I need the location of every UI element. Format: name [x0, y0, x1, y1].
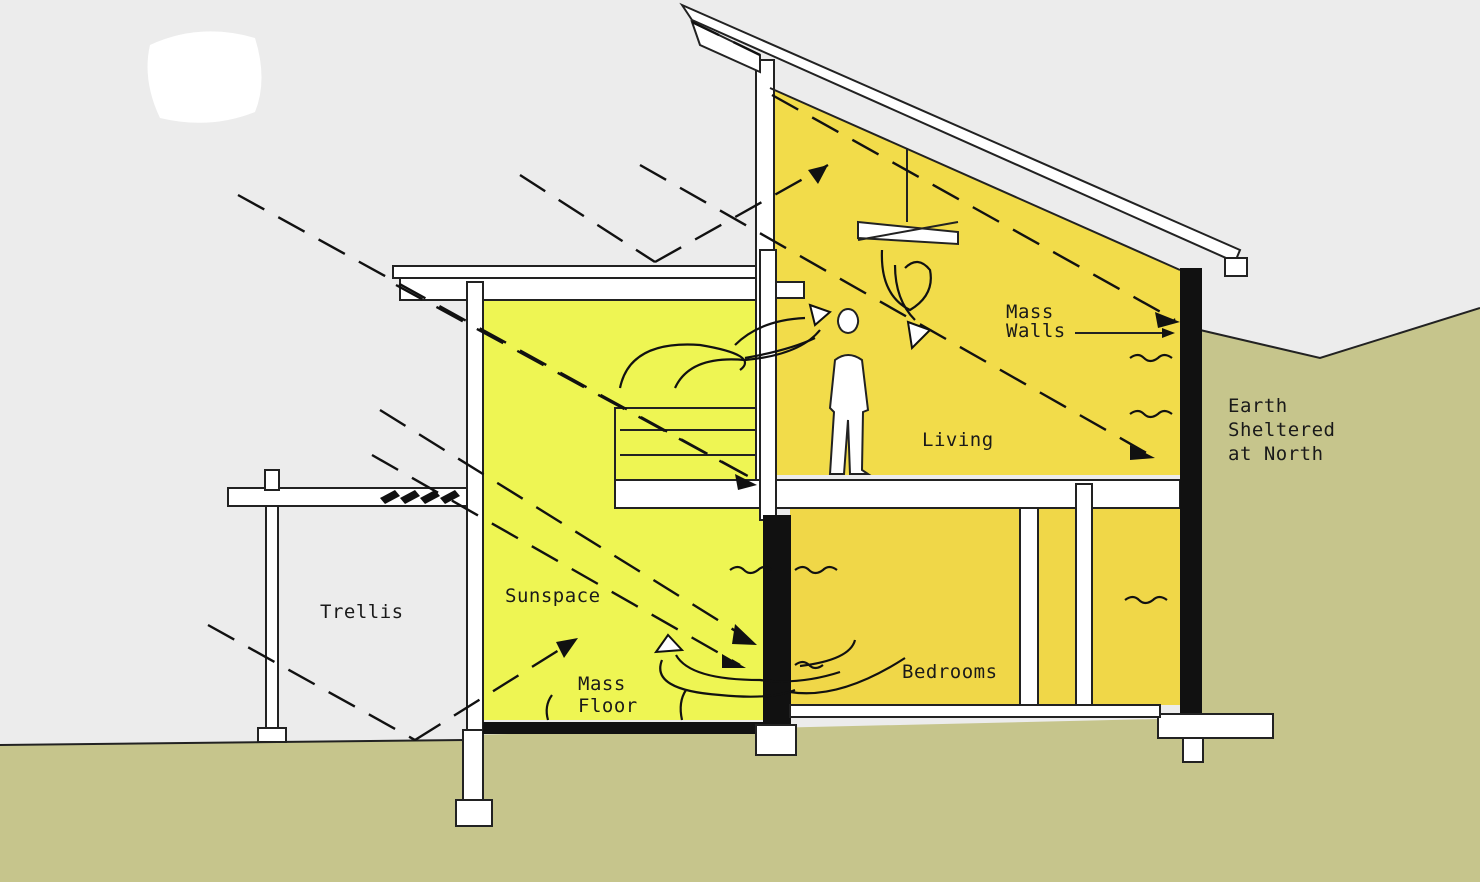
- bedroom-post-1: [1019, 507, 1039, 706]
- loft-floor: [614, 479, 1181, 509]
- label-bedrooms: Bedrooms: [902, 661, 998, 683]
- sun-icon: [147, 31, 262, 123]
- sunspace-fill: [482, 300, 764, 720]
- label-mass-walls-2: Walls: [1006, 320, 1066, 342]
- person-icon: [828, 354, 872, 475]
- north-mass-wall: [1180, 268, 1202, 718]
- label-mass-walls-1: Mass: [1006, 301, 1054, 323]
- bedrooms-fill: [790, 505, 1180, 705]
- living-fill: [770, 88, 1180, 475]
- label-earth-3: at North: [1228, 443, 1324, 465]
- label-earth-1: Earth: [1228, 395, 1288, 417]
- person-head: [837, 308, 860, 334]
- label-sunspace: Sunspace: [505, 585, 601, 607]
- sunspace-roof: [392, 265, 766, 279]
- central-mass-wall: [763, 515, 791, 725]
- bedroom-slab: [789, 704, 1161, 718]
- central-footing: [755, 724, 797, 756]
- ground-line: [0, 739, 466, 746]
- gutter: [1224, 257, 1248, 277]
- sunspace-roof-fascia: [399, 277, 766, 301]
- trellis-footing: [257, 727, 287, 743]
- sun-rays: [207, 20, 1176, 742]
- label-mass-floor-2: Floor: [578, 695, 638, 717]
- mass-floor-slab: [483, 722, 765, 734]
- berm-line: [1199, 307, 1480, 360]
- north-footing: [1182, 737, 1204, 763]
- ray-arrowheads: [556, 165, 1180, 668]
- trellis-post-cap: [264, 469, 280, 491]
- south-footing: [455, 799, 493, 827]
- north-foundation: [1157, 713, 1274, 739]
- bedroom-post-2: [1075, 483, 1093, 706]
- central-wall-frame: [759, 249, 777, 521]
- label-living: Living: [922, 429, 994, 451]
- label-earth-2: Sheltered: [1228, 419, 1335, 441]
- label-trellis: Trellis: [320, 601, 404, 623]
- ground-south: [0, 740, 465, 882]
- trellis-shading-louvers: [380, 490, 460, 504]
- label-mass-floor-1: Mass: [578, 673, 626, 695]
- heat-radiation-squiggles: [729, 353, 1173, 670]
- trellis-post: [265, 505, 279, 729]
- south-foundation: [462, 729, 484, 801]
